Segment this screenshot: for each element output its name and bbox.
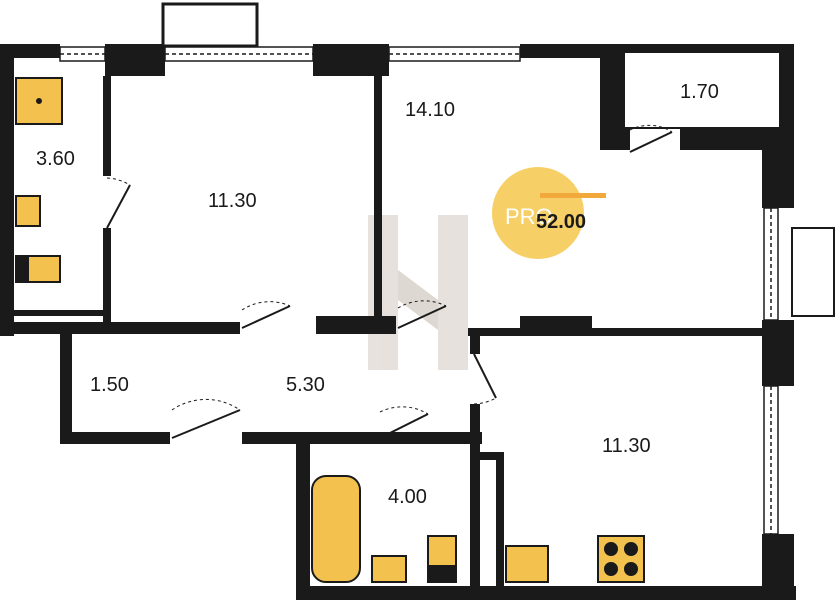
sink-icon	[15, 195, 41, 227]
stove-icon	[597, 535, 645, 583]
total-area: 52.00	[536, 211, 586, 233]
bath-sink-icon	[371, 555, 407, 583]
top-bay	[161, 2, 259, 48]
room-area-wc: 3.60	[36, 148, 75, 170]
room-area-hall-small: 1.50	[90, 374, 129, 396]
room-area-bathroom: 4.00	[388, 486, 427, 508]
bathtub-icon	[311, 475, 361, 583]
balcony-top-area	[623, 51, 781, 129]
kitchen-sink-icon	[505, 545, 549, 583]
room-area-kitchen: 11.30	[602, 435, 651, 457]
pro-badge: PRO	[492, 167, 606, 259]
windows	[59, 46, 779, 535]
walls	[0, 44, 796, 600]
room-area-balcony-top: 1.70	[680, 81, 719, 103]
room-area-bedroom-left: 11.30	[208, 190, 257, 212]
watermark-logo	[368, 215, 468, 370]
doors	[106, 124, 673, 439]
pro-badge-text: PRO	[505, 204, 553, 229]
fixtures	[15, 77, 645, 583]
right-bay	[791, 227, 835, 317]
room-area-hall: 5.30	[286, 374, 325, 396]
room-area-living: 14.10	[405, 99, 455, 121]
